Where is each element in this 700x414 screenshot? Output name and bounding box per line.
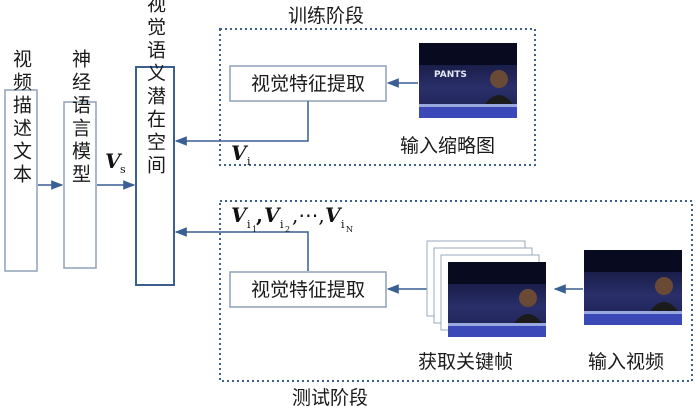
vlist-sub2: i (280, 218, 284, 231)
feat-extract-test-label: 视觉特征提取 (251, 279, 365, 301)
text-desc-label: 视频描述文本 (10, 49, 32, 187)
vlist-sub1-idx: 1 (252, 225, 257, 234)
text-desc-box (4, 89, 38, 272)
vlist-second: V (264, 203, 282, 227)
test-stage-region (219, 200, 693, 382)
feat-extract-test-box (229, 271, 387, 308)
thumbnail-image: PANTS (419, 43, 517, 118)
vlist-subN: i (341, 218, 345, 231)
lang-model-label: 神经语言模型 (69, 49, 91, 187)
input-video-image (584, 250, 682, 325)
vlist-sub1: i (247, 218, 251, 231)
vi-math: V i (231, 141, 251, 168)
stage-label-test: 测试阶段 (292, 387, 368, 409)
vlist-last: V (325, 203, 343, 227)
latent-space-label: 视觉语义潜在空间 (144, 0, 166, 178)
vs-letter: V (105, 149, 123, 173)
feat-extract-train-label: 视觉特征提取 (251, 73, 365, 95)
arrow-test-feat-to-latent (174, 227, 309, 271)
v-list-math: V i 1 , V i 2 ,⋯, V i N (231, 203, 353, 234)
keyframes-stack (426, 240, 546, 337)
input-video-label: 输入视频 (588, 351, 664, 373)
vs-subscript: s (120, 163, 126, 176)
latent-space-box (135, 66, 175, 286)
thumbnail-pants-text: PANTS (434, 70, 467, 80)
keyframe-front (448, 262, 546, 337)
vlist-sub2-idx: 2 (285, 225, 290, 234)
vlist-dots: ,⋯, (292, 203, 325, 227)
lang-model-box (63, 101, 97, 269)
vlist-sep1: , (256, 203, 263, 227)
vs-math: V s (105, 149, 126, 176)
keyframes-label: 获取关键帧 (418, 351, 513, 373)
vlist-first: V (231, 203, 249, 227)
vlist-subN-idx: N (346, 225, 353, 234)
stage-label-train: 训练阶段 (288, 5, 364, 27)
vi-subscript: i (247, 155, 251, 168)
vi-letter: V (231, 141, 249, 165)
thumbnail-label: 输入缩略图 (400, 135, 495, 157)
feat-extract-train-box (229, 65, 387, 102)
arrow-train-feat-to-latent (174, 101, 309, 146)
